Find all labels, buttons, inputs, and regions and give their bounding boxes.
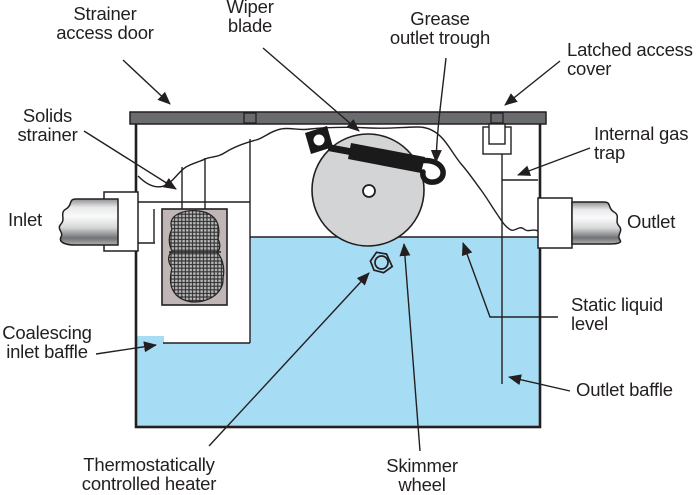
wiper-blade-assembly xyxy=(305,126,425,173)
inlet-pipe-barrel xyxy=(58,198,119,246)
latched-cover-tab xyxy=(490,112,504,124)
leader-latched-access-cover xyxy=(504,60,561,106)
solids-strainer xyxy=(161,208,228,306)
latch-inner-plate xyxy=(488,123,506,145)
grease-layer-wavy-line xyxy=(137,126,539,232)
tank-lid xyxy=(129,111,547,125)
heater-hex-nut xyxy=(369,251,394,274)
label-grease-outlet-trough: Grease outlet trough xyxy=(389,8,491,48)
strainer-access-door-tab xyxy=(243,112,257,124)
leader-coalescing-inlet-baffle xyxy=(95,341,157,355)
water-body xyxy=(137,237,539,426)
label-coalescing-inlet-baffle: Coalescing inlet baffle xyxy=(2,322,92,362)
label-outlet: Outlet xyxy=(627,211,676,232)
leader-lines xyxy=(83,47,591,452)
strainer-debris-mesh xyxy=(168,210,225,303)
label-skimmer-wheel: Skimmer wheel xyxy=(386,455,458,495)
water-main xyxy=(250,237,539,426)
water-baffle-gap xyxy=(137,336,164,344)
latch-mechanism xyxy=(482,123,512,155)
label-strainer-access-door: Strainer access door xyxy=(56,3,154,43)
skimmer-wheel-hub xyxy=(362,184,376,198)
internal-structure-lines xyxy=(138,124,538,384)
outlet-pipe xyxy=(537,197,622,249)
label-solids-strainer: Solids strainer xyxy=(17,105,78,145)
heater-hex-outline xyxy=(369,251,394,274)
label-static-liquid-level: Static liquid level xyxy=(571,294,664,334)
outlet-pipe-sleeve xyxy=(537,197,573,249)
leader-static-liquid-level xyxy=(461,242,558,318)
label-outlet-baffle: Outlet baffle xyxy=(576,379,673,400)
leader-solids-strainer xyxy=(83,130,177,190)
leader-internal-gas-trap xyxy=(517,147,591,176)
label-latched-access-cover: Latched access cover xyxy=(567,39,693,79)
leader-grease-outlet-trough xyxy=(430,57,447,163)
wiper-blade-bar xyxy=(348,143,425,173)
leader-thermostatic-heater xyxy=(208,272,370,447)
outlet-pipe-barrel xyxy=(571,201,622,245)
leader-strainer-access-door xyxy=(122,59,171,105)
label-thermostatically-controlled-heater: Thermostatically controlled heater xyxy=(81,454,217,494)
heater-hex-inner-circle xyxy=(374,255,389,270)
leader-wiper-blade xyxy=(262,47,360,132)
label-internal-gas-trap: Internal gas trap xyxy=(594,123,689,163)
wiper-mount-hole xyxy=(313,134,325,146)
label-inlet: Inlet xyxy=(8,209,42,230)
water-under-baffle xyxy=(137,343,250,426)
wiper-arm xyxy=(328,144,355,156)
lid-bar xyxy=(129,111,547,125)
inlet-pipe xyxy=(58,191,139,252)
leader-skimmer-wheel xyxy=(399,243,421,452)
label-wiper-blade: Wiper blade xyxy=(226,0,274,36)
leader-outlet-baffle xyxy=(508,374,571,392)
